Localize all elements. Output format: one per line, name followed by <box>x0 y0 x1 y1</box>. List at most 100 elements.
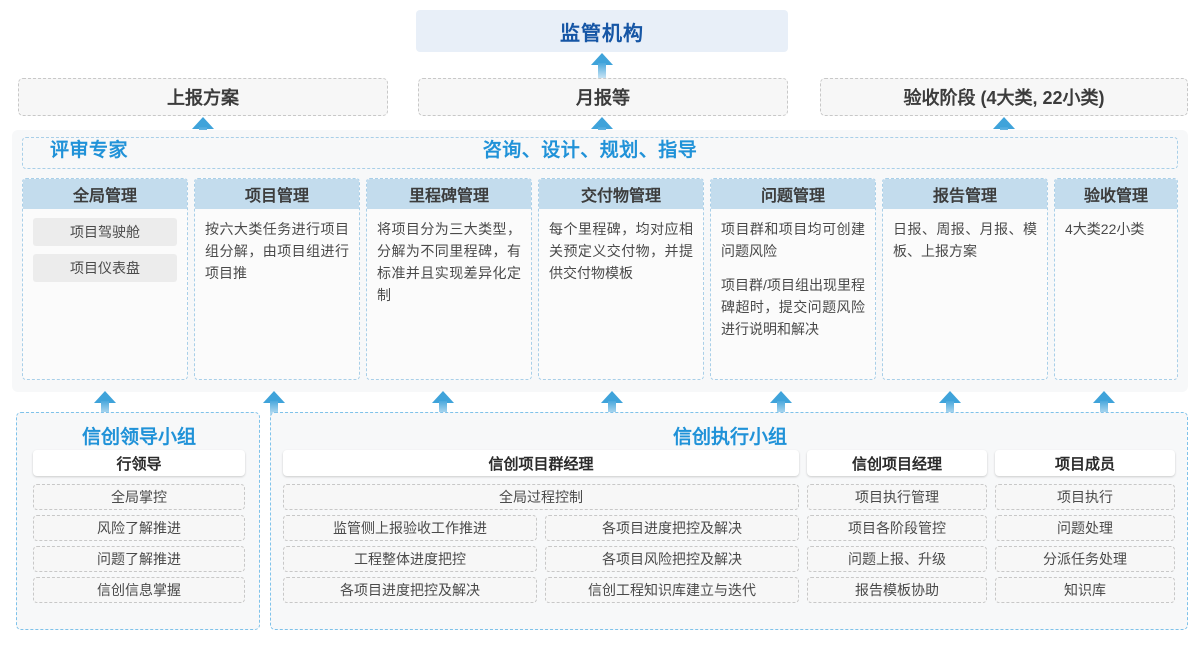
arrow-to-module-report <box>939 391 961 417</box>
duty-label: 全局过程控制 <box>499 489 583 505</box>
duty-cell[interactable]: 知识库 <box>995 577 1175 603</box>
arrow-shaft <box>777 401 785 417</box>
role-header-project-member[interactable]: 项目成员 <box>995 450 1175 476</box>
arrow-head-icon <box>94 391 116 403</box>
arrow-to-module-deliverable <box>601 391 623 417</box>
duty-label: 各项目风险把控及解决 <box>602 551 742 567</box>
module-text: 项目群/项目组出现里程碑超时，提交问题风险进行说明和解决 <box>721 277 865 337</box>
module-card-global[interactable]: 全局管理 项目驾驶舱 项目仪表盘 <box>22 178 188 380</box>
duty-label: 知识库 <box>1064 582 1106 598</box>
arrow-head-icon <box>591 117 613 129</box>
duty-cell[interactable]: 全局掌控 <box>33 484 245 510</box>
regulator-box: 监管机构 <box>416 10 788 52</box>
duty-cell[interactable]: 问题了解推进 <box>33 546 245 572</box>
module-body: 日报、周报、月报、模板、上报方案 <box>883 209 1047 262</box>
execution-group-title: 信创执行小组 <box>672 427 787 448</box>
module-chip[interactable]: 项目仪表盘 <box>33 254 177 282</box>
module-text: 日报、周报、月报、模板、上报方案 <box>893 221 1037 259</box>
duty-label: 分派任务处理 <box>1043 551 1127 567</box>
duty-cell[interactable]: 项目执行 <box>995 484 1175 510</box>
module-card-project[interactable]: 项目管理 按六大类任务进行项目组分解，由项目组进行项目推 <box>194 178 360 380</box>
duty-label: 各项目进度把控及解决 <box>340 582 480 598</box>
module-card-issue[interactable]: 问题管理 项目群和项目均可创建问题风险 项目群/项目组出现里程碑超时，提交问题风… <box>710 178 876 380</box>
duty-label: 项目各阶段管控 <box>848 520 946 536</box>
role-name: 信创项目经理 <box>851 455 942 473</box>
duty-cell[interactable]: 问题处理 <box>995 515 1175 541</box>
duty-cell[interactable]: 信创工程知识库建立与迭代 <box>545 577 799 603</box>
module-text: 4大类22小类 <box>1065 221 1145 237</box>
module-title: 报告管理 <box>883 179 1047 209</box>
module-title: 问题管理 <box>711 179 875 209</box>
arrow-to-module-issue <box>770 391 792 417</box>
arrow-shaft <box>439 401 447 417</box>
module-card-milestone[interactable]: 里程碑管理 将项目分为三大类型，分解为不同里程碑，有标准并且实现差异化定制 <box>366 178 532 380</box>
module-text: 按六大类任务进行项目组分解，由项目组进行项目推 <box>205 221 349 281</box>
duty-cell-wide[interactable]: 全局过程控制 <box>283 484 799 510</box>
consulting-label: 咨询、设计、规划、指导 <box>482 140 698 161</box>
duty-cell[interactable]: 风险了解推进 <box>33 515 245 541</box>
arrow-to-module-project <box>263 391 285 417</box>
regulator-label: 监管机构 <box>560 22 644 45</box>
platform-panel: 评审专家 咨询、设计、规划、指导 全局管理 项目驾驶舱 项目仪表盘 项目管理 按… <box>12 130 1188 392</box>
module-body: 项目驾驶舱 项目仪表盘 <box>23 209 187 282</box>
duty-label: 工程整体进度把控 <box>354 551 466 567</box>
arrow-shaft <box>1100 401 1108 417</box>
duty-label: 各项目进度把控及解决 <box>602 520 742 536</box>
module-title: 里程碑管理 <box>367 179 531 209</box>
duty-cell[interactable]: 项目各阶段管控 <box>807 515 987 541</box>
module-card-report[interactable]: 报告管理 日报、周报、月报、模板、上报方案 <box>882 178 1048 380</box>
duty-cell[interactable]: 问题上报、升级 <box>807 546 987 572</box>
arrow-head-icon <box>591 53 613 65</box>
duty-cell[interactable]: 各项目进度把控及解决 <box>283 577 537 603</box>
role-name: 行领导 <box>116 455 162 473</box>
duty-cell[interactable]: 信创信息掌握 <box>33 577 245 603</box>
execution-group-panel: 信创执行小组 信创项目群经理 全局过程控制 监管侧上报验收工作推进 工程整体进度… <box>270 412 1188 630</box>
channel-label: 验收阶段 (4大类, 22小类) <box>903 88 1105 108</box>
arrow-head-icon <box>993 117 1015 129</box>
duty-cell[interactable]: 各项目进度把控及解决 <box>545 515 799 541</box>
duty-label: 项目执行 <box>1057 489 1113 505</box>
arrow-shaft <box>598 63 606 79</box>
arrow-to-module-milestone <box>432 391 454 417</box>
arrow-shaft <box>101 401 109 417</box>
duty-label: 项目执行管理 <box>855 489 939 505</box>
duty-cell[interactable]: 各项目风险把控及解决 <box>545 546 799 572</box>
arrow-to-module-acceptance <box>1093 391 1115 417</box>
module-card-deliverable[interactable]: 交付物管理 每个里程碑，均对应相关预定义交付物，并提供交付物模板 <box>538 178 704 380</box>
channel-box-acceptance: 验收阶段 (4大类, 22小类) <box>820 78 1188 116</box>
role-header-project-manager[interactable]: 信创项目经理 <box>807 450 987 476</box>
arrow-shaft <box>270 401 278 417</box>
module-title: 交付物管理 <box>539 179 703 209</box>
module-body: 按六大类任务进行项目组分解，由项目组进行项目推 <box>195 209 359 284</box>
arrow-head-icon <box>939 391 961 403</box>
channel-label: 月报等 <box>576 88 630 108</box>
module-body: 4大类22小类 <box>1055 209 1177 240</box>
arrow-head-icon <box>601 391 623 403</box>
duty-cell[interactable]: 项目执行管理 <box>807 484 987 510</box>
arrow-head-icon <box>432 391 454 403</box>
module-body: 将项目分为三大类型，分解为不同里程碑，有标准并且实现差异化定制 <box>367 209 531 306</box>
duty-label: 问题上报、升级 <box>848 551 946 567</box>
channel-label: 上报方案 <box>167 88 239 108</box>
role-name: 项目成员 <box>1054 455 1115 473</box>
duty-label: 信创工程知识库建立与迭代 <box>588 582 756 598</box>
duty-cell[interactable]: 监管侧上报验收工作推进 <box>283 515 537 541</box>
module-title: 全局管理 <box>23 179 187 209</box>
role-header-program-manager[interactable]: 信创项目群经理 <box>283 450 799 476</box>
platform-header-bar <box>22 137 1178 169</box>
duty-label: 全局掌控 <box>111 489 167 505</box>
arrow-to-regulator <box>591 53 613 79</box>
duty-cell[interactable]: 工程整体进度把控 <box>283 546 537 572</box>
arrow-head-icon <box>1093 391 1115 403</box>
duty-cell[interactable]: 分派任务处理 <box>995 546 1175 572</box>
module-title: 验收管理 <box>1055 179 1177 209</box>
role-header-bank-leader[interactable]: 行领导 <box>33 450 245 476</box>
duty-cell[interactable]: 报告模板协助 <box>807 577 987 603</box>
module-chip[interactable]: 项目驾驶舱 <box>33 218 177 246</box>
module-card-acceptance[interactable]: 验收管理 4大类22小类 <box>1054 178 1178 380</box>
module-title: 项目管理 <box>195 179 359 209</box>
arrow-shaft <box>608 401 616 417</box>
role-name: 信创项目群经理 <box>488 455 594 473</box>
review-expert-label: 评审专家 <box>50 140 129 161</box>
